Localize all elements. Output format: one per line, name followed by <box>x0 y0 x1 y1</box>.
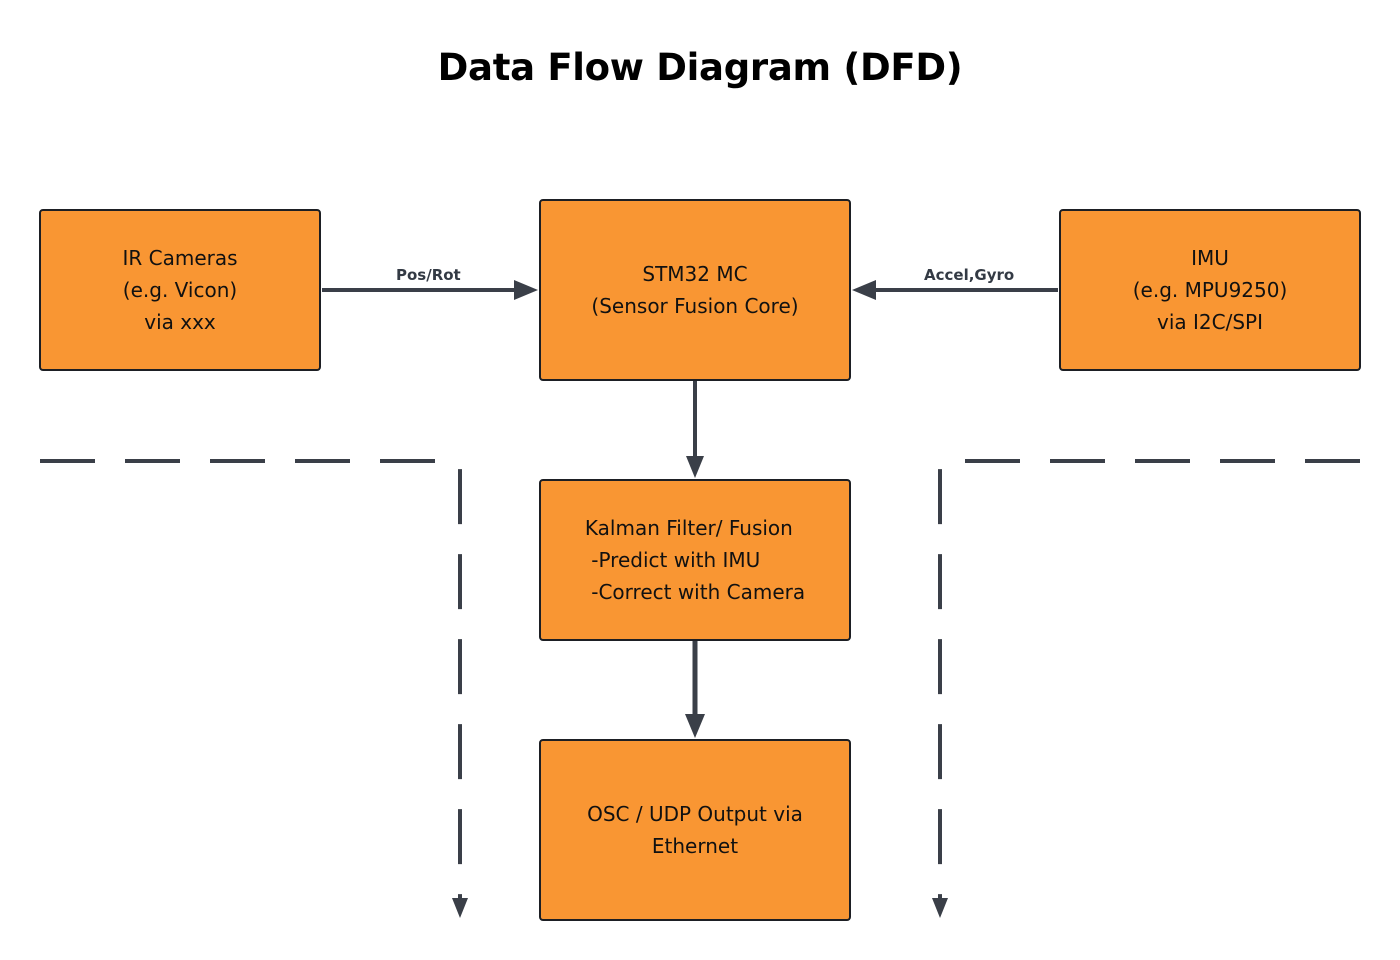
edge-stm32-to-kalman <box>686 381 704 478</box>
edge-kalman-to-output <box>685 641 705 738</box>
kalman-filter-label: Kalman Filter/ Fusion -Predict with IMU … <box>584 516 806 604</box>
ir-cameras-label: IR Cameras (e.g. Vicon) via xxx <box>122 246 238 334</box>
edge-cameras-to-stm32 <box>322 280 538 300</box>
osc-udp-output-label: OSC / UDP Output via Ethernet <box>587 802 803 858</box>
osc-udp-output-node: OSC / UDP Output via Ethernet <box>539 739 851 921</box>
left-dashed-boundary <box>40 459 468 918</box>
edge-label-accel-gyro: Accel,Gyro <box>924 266 1015 284</box>
kalman-filter-node: Kalman Filter/ Fusion -Predict with IMU … <box>539 479 851 641</box>
imu-node: IMU (e.g. MPU9250) via I2C/SPI <box>1059 209 1361 371</box>
right-dashed-boundary <box>932 459 1360 918</box>
imu-label: IMU (e.g. MPU9250) via I2C/SPI <box>1132 246 1288 334</box>
stm32-label: STM32 MC (Sensor Fusion Core) <box>591 262 799 318</box>
edge-label-pos-rot: Pos/Rot <box>396 266 461 284</box>
ir-cameras-node: IR Cameras (e.g. Vicon) via xxx <box>39 209 321 371</box>
diagram-title: Data Flow Diagram (DFD) <box>437 46 963 89</box>
edge-imu-to-stm32 <box>852 280 1058 300</box>
stm32-node: STM32 MC (Sensor Fusion Core) <box>539 199 851 381</box>
